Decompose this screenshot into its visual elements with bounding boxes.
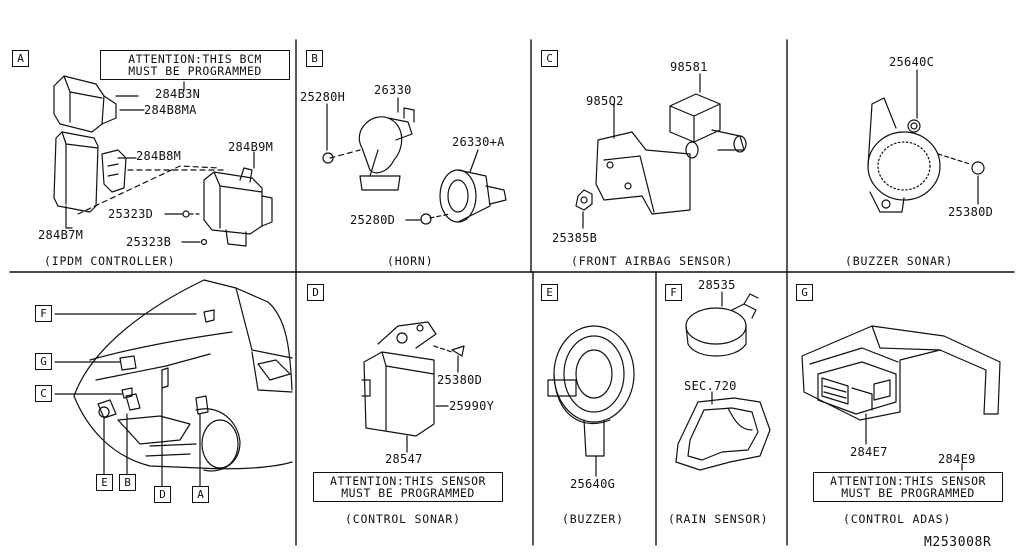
part-label-284b7m: 284B7M xyxy=(38,228,84,242)
caption-rain-sensor: (RAIN SENSOR) xyxy=(668,512,769,526)
part-label-25385b: 25385B xyxy=(552,231,598,245)
rain-sensor-drawing xyxy=(685,293,759,357)
airbag-sensor-drawing xyxy=(669,93,747,159)
caption-buzzer: (BUZZER) xyxy=(562,512,624,526)
part-label-985q2: 985Q2 xyxy=(586,94,624,108)
section-tag-c: C xyxy=(541,50,558,67)
vehicle-callout-a: A xyxy=(192,486,209,503)
caption-buzzer-sonar: (BUZZER SONAR) xyxy=(845,254,954,268)
part-label-25380d-sonar: 25380D xyxy=(948,205,994,219)
bcm-programming-note: ATTENTION:THIS BCM MUST BE PROGRAMMED xyxy=(100,50,290,80)
part-label-sec-720: SEC.720 xyxy=(684,379,737,393)
part-label-25280d: 25280D xyxy=(350,213,396,227)
part-label-284b3n: 284B3N xyxy=(155,87,201,101)
bcm-cover-drawing xyxy=(53,75,117,133)
section-tag-f: F xyxy=(665,284,682,301)
part-label-284b9m: 284B9M xyxy=(228,140,274,154)
part-label-284e9: 284E9 xyxy=(938,452,976,466)
part-label-26330-a: 26330+A xyxy=(452,135,505,149)
ipdm-controller-drawing xyxy=(203,167,273,247)
part-label-25380d-control: 25380D xyxy=(437,373,483,387)
part-label-28547: 28547 xyxy=(385,452,423,466)
caption-ipdm-controller: (IPDM CONTROLLER) xyxy=(44,254,176,268)
control-sonar-programming-note: ATTENTION:THIS SENSOR MUST BE PROGRAMMED xyxy=(313,472,503,502)
rain-sensor-bracket-drawing xyxy=(675,397,771,471)
airbag-sensor-bracket-drawing xyxy=(595,131,691,215)
buzzer-drawing xyxy=(547,325,635,457)
caption-front-airbag-sensor: (FRONT AIRBAG SENSOR) xyxy=(571,254,734,268)
part-label-284b8m: 284B8M xyxy=(136,149,182,163)
vehicle-callout-d: D xyxy=(154,486,171,503)
vehicle-callout-f: F xyxy=(35,305,52,322)
section-tag-a: A xyxy=(12,50,29,67)
part-label-284b8ma: 284B8MA xyxy=(144,103,197,117)
ipdm-module-drawing xyxy=(53,131,99,213)
section-tag-e: E xyxy=(541,284,558,301)
part-label-25280h: 25280H xyxy=(300,90,346,104)
part-label-25640c: 25640C xyxy=(889,55,935,69)
adas-controller-drawing xyxy=(817,361,897,415)
adas-bracket-drawing xyxy=(801,325,1001,421)
vehicle-drawing xyxy=(73,279,293,472)
part-label-25640g: 25640G xyxy=(570,477,616,491)
vehicle-callout-b: B xyxy=(119,474,136,491)
control-sonar-drawing xyxy=(361,321,437,437)
part-label-98581: 98581 xyxy=(670,60,708,74)
caption-horn: (HORN) xyxy=(387,254,434,268)
section-tag-g: G xyxy=(796,284,813,301)
diagram-code: M253008R xyxy=(924,535,992,550)
part-label-28535: 28535 xyxy=(698,278,736,292)
control-adas-programming-note: ATTENTION:THIS SENSOR MUST BE PROGRAMMED xyxy=(813,472,1003,502)
part-label-284e7: 284E7 xyxy=(850,445,888,459)
part-label-25990y: 25990Y xyxy=(449,399,495,413)
part-label-25323d: 25323D xyxy=(108,207,154,221)
buzzer-sonar-drawing xyxy=(867,97,941,213)
horn-low-drawing xyxy=(358,107,415,191)
section-tag-d: D xyxy=(307,284,324,301)
caption-control-sonar: (CONTROL SONAR) xyxy=(345,512,461,526)
vehicle-callout-e: E xyxy=(96,474,113,491)
horn-high-drawing xyxy=(439,169,507,223)
bcm-bracket-drawing xyxy=(101,149,127,193)
section-tag-b: B xyxy=(306,50,323,67)
part-label-26330: 26330 xyxy=(374,83,412,97)
part-label-25323b: 25323B xyxy=(126,235,172,249)
vehicle-callout-g: G xyxy=(35,353,52,370)
vehicle-callout-c: C xyxy=(35,385,52,402)
caption-control-adas: (CONTROL ADAS) xyxy=(843,512,952,526)
